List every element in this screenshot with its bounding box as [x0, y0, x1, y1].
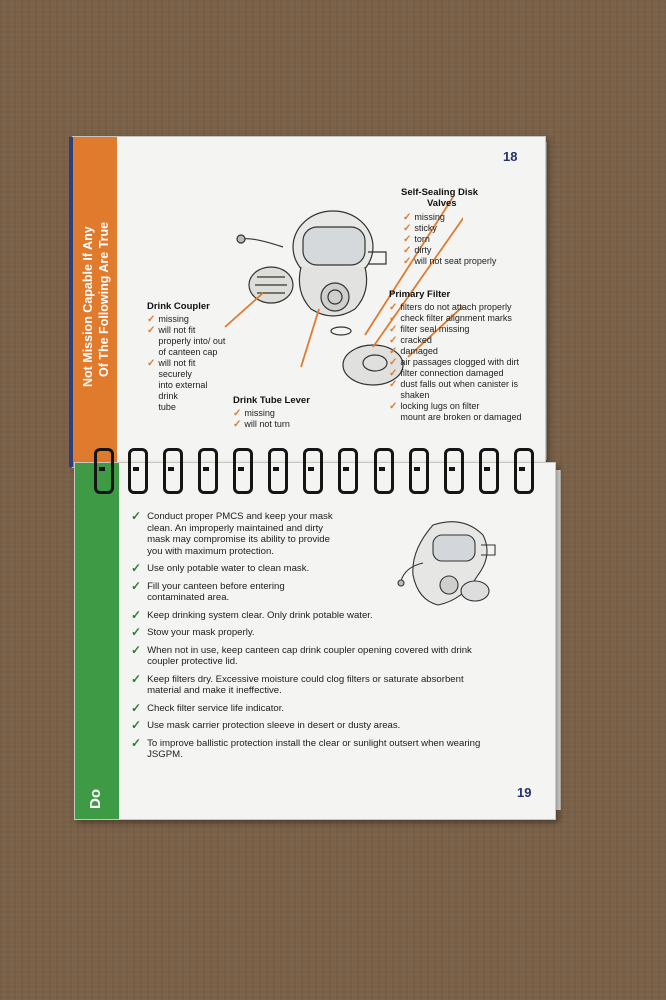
checkmark-icon: ✓ [131, 718, 142, 732]
checkmark-icon: ✓ [389, 401, 398, 412]
list-item: ✓filter seal missing [389, 324, 470, 335]
primary-filter-heading: Primary Filter [389, 289, 451, 300]
binding-coil [409, 448, 429, 494]
list-item: ✓air passages clogged with dirt [389, 357, 519, 368]
side-band-orange: Not Mission Capable If Any Of The Follow… [73, 137, 117, 467]
list-item: ✓missing [233, 408, 275, 419]
binding-coil [444, 448, 464, 494]
checkmark-icon: ✓ [131, 700, 142, 715]
manual-page-19: Do 19 ✓Conduct proper PMCS and keep your… [74, 462, 556, 820]
list-item: ✓will not seat properly [403, 256, 497, 267]
side-title-line1: Not Mission Capable If Any [81, 226, 95, 387]
checkmark-icon: ✓ [131, 607, 142, 622]
list-item: ✓When not in use, keep canteen cap drink… [131, 642, 472, 668]
binding-coil [514, 448, 534, 494]
checkmark-icon: ✓ [131, 671, 142, 686]
checkmark-icon: ✓ [389, 357, 398, 368]
checkmark-icon: ✓ [131, 561, 142, 575]
list-item: ✓locking lugs on filter mount are broken… [389, 401, 522, 422]
list-item: ✓Fill your canteen before entering conta… [131, 578, 285, 604]
checkmark-icon: ✓ [389, 324, 398, 335]
list-item: ✓Keep drinking system clear. Only drink … [131, 607, 373, 622]
checkmark-icon: ✓ [389, 379, 398, 390]
page-spine-strip [69, 137, 73, 467]
list-item: ✓check filter alignment marks [389, 313, 512, 324]
checkmark-icon: ✓ [403, 234, 412, 245]
list-item: ✓sticky [403, 223, 437, 234]
list-item: ✓To improve ballistic protection install… [131, 735, 481, 761]
binding-coil [198, 448, 218, 494]
list-item: ✓filter connection damaged [389, 368, 504, 379]
list-item: ✓Conduct proper PMCS and keep your mask … [131, 509, 333, 557]
manual-page-18: Not Mission Capable If Any Of The Follow… [69, 136, 546, 468]
list-item: ✓will not fit properly into/ out of cant… [147, 325, 226, 357]
checkmark-icon: ✓ [389, 313, 398, 324]
gas-mask-illustration [397, 521, 496, 606]
list-item: ✓Check filter service life indicator. [131, 700, 285, 715]
checkmark-icon: ✓ [131, 642, 142, 657]
checkmark-icon: ✓ [389, 335, 398, 346]
checkmark-icon: ✓ [147, 314, 156, 325]
drink-tube-lever-heading: Drink Tube Lever [233, 395, 310, 406]
list-item: ✓will not turn [233, 419, 290, 430]
page-edge-bottom [552, 470, 561, 810]
gas-mask-illustration [224, 197, 463, 386]
checkmark-icon: ✓ [147, 358, 156, 369]
page-number: 18 [503, 149, 518, 164]
checkmark-icon: ✓ [147, 325, 156, 336]
list-item: ✓Stow your mask properly. [131, 625, 255, 639]
list-item: ✓Use only potable water to clean mask. [131, 561, 310, 575]
drink-coupler-heading: Drink Coupler [147, 301, 210, 312]
binding-coil [128, 448, 148, 494]
list-item: ✓missing [403, 212, 445, 223]
list-item: ✓missing [147, 314, 189, 325]
side-title-do: Do [87, 789, 104, 809]
list-item: ✓will not fit securely into external dri… [147, 358, 208, 412]
binding-coil [374, 448, 394, 494]
binding-coil [338, 448, 358, 494]
binding-coil [94, 448, 114, 494]
binding-coil [233, 448, 253, 494]
binding-coil [268, 448, 288, 494]
checkmark-icon: ✓ [131, 625, 142, 639]
binding-coil [303, 448, 323, 494]
list-item: ✓filters do not attach properly [389, 302, 512, 313]
checkmark-icon: ✓ [389, 368, 398, 379]
list-item: ✓damaged [389, 346, 438, 357]
side-title-line2: Of The Following Are True [97, 221, 111, 377]
list-item: ✓Keep filters dry. Excessive moisture co… [131, 671, 464, 697]
list-item: ✓dust falls out when canister is shaken [389, 379, 518, 400]
list-item: ✓torn [403, 234, 430, 245]
drink-coupler-callout: Drink Coupler ✓missing ✓will not fit pro… [147, 301, 225, 413]
self-sealing-heading: Self-Sealing Disk [401, 187, 479, 198]
page-number: 19 [517, 785, 532, 800]
primary-filter-callout: Primary Filter ✓filters do not attach pr… [389, 289, 521, 423]
checkmark-icon: ✓ [233, 419, 242, 430]
list-item: ✓Use mask carrier protection sleeve in d… [131, 718, 401, 732]
side-band-green: Do [75, 463, 119, 819]
do-list: ✓Conduct proper PMCS and keep your mask … [131, 509, 491, 767]
binding-coil [163, 448, 183, 494]
checkmark-icon: ✓ [403, 256, 412, 267]
list-item: ✓cracked [389, 335, 432, 346]
checkmark-icon: ✓ [233, 408, 242, 419]
checkmark-icon: ✓ [389, 346, 398, 357]
self-sealing-heading-2: Valves [427, 198, 457, 209]
checkmark-icon: ✓ [403, 223, 412, 234]
checkmark-icon: ✓ [131, 735, 142, 750]
checkmark-icon: ✓ [403, 212, 412, 223]
list-item: ✓dirty [403, 245, 432, 256]
drink-tube-lever-callout: Drink Tube Lever ✓missing ✓will not turn [233, 395, 310, 430]
checkmark-icon: ✓ [131, 578, 142, 593]
checkmark-icon: ✓ [131, 509, 142, 523]
checkmark-icon: ✓ [389, 302, 398, 313]
checkmark-icon: ✓ [403, 245, 412, 256]
binding-coil [479, 448, 499, 494]
self-sealing-callout: Self-Sealing Disk Valves ✓missing ✓stick… [401, 187, 496, 267]
spiral-binding [88, 444, 548, 494]
